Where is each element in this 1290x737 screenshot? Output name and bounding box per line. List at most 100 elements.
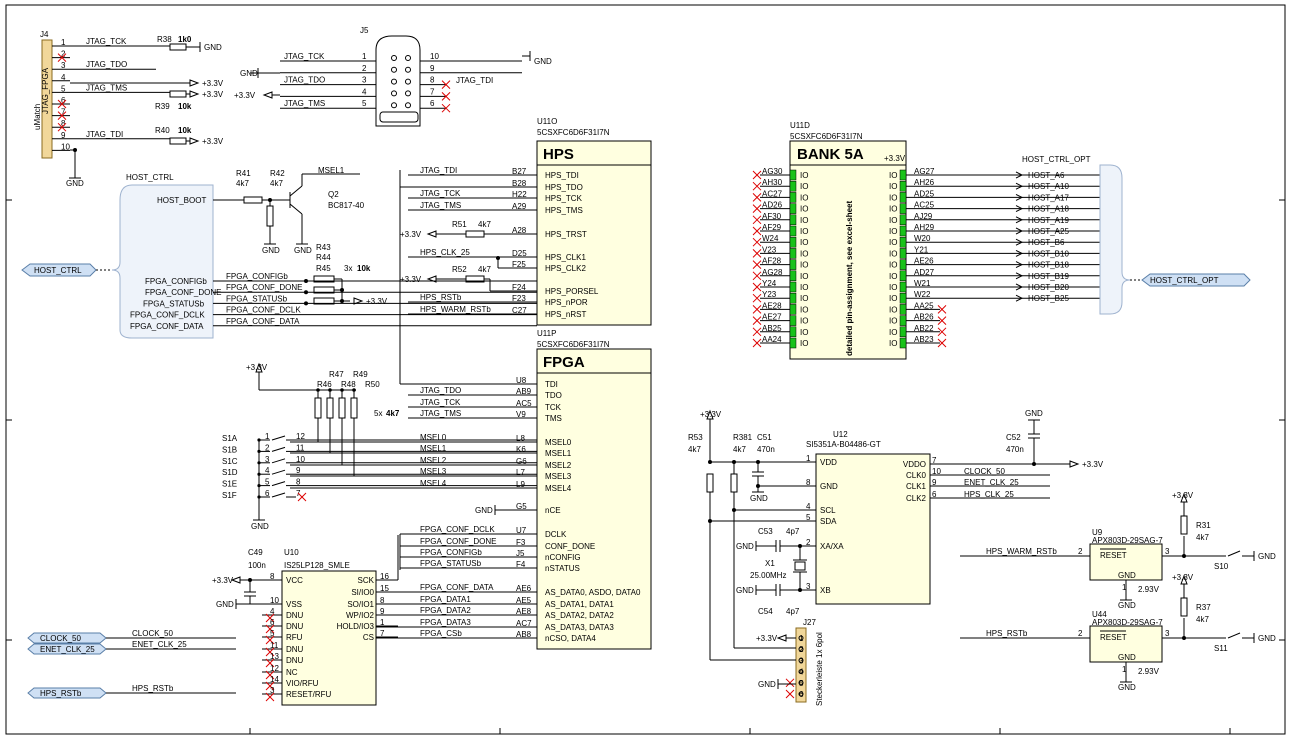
svg-text:5x: 5x <box>374 409 382 418</box>
host-sig-fpga-configb: FPGA_CONFIGb <box>145 277 207 286</box>
fpga-pin-msel1: MSEL1 <box>545 449 572 458</box>
flash-pin-so-io1: SO/IO1 <box>347 600 374 609</box>
svg-text:X1: X1 <box>765 559 775 568</box>
sup-res-ref: R31 <box>1196 521 1211 530</box>
fpga-net-fpga-data2: FPGA_DATA2 <box>420 606 471 615</box>
switch-s1f: S1F <box>222 491 237 500</box>
svg-text:C54: C54 <box>758 607 773 616</box>
sup-supply: +3.3V <box>1172 491 1194 500</box>
svg-text:C53: C53 <box>758 527 773 536</box>
j5-net-jtag-tck: JTAG_TCK <box>284 52 325 61</box>
hps-pin-hps-tdi: HPS_TDI <box>545 171 579 180</box>
svg-text:4k7: 4k7 <box>270 179 283 188</box>
j4-net-jtag-tdi: JTAG_TDI <box>86 130 123 139</box>
bank-io-left: IO <box>800 238 808 247</box>
bank-left-marker <box>790 170 796 180</box>
svg-text:J27: J27 <box>803 618 816 627</box>
trst-overbar <box>568 224 570 233</box>
bank-io-right: IO <box>889 227 897 236</box>
bank-net-host-b6: HOST_B6 <box>1028 238 1065 247</box>
svg-text:10k: 10k <box>178 126 192 135</box>
bank-net-host-a6: HOST_A6 <box>1028 171 1065 180</box>
bank-left-marker <box>790 282 796 292</box>
svg-text:+3.3V: +3.3V <box>1082 460 1104 469</box>
bank-right-marker <box>900 192 906 202</box>
svg-text:MSEL1: MSEL1 <box>318 166 345 175</box>
fpga-net-jtag-tms: JTAG_TMS <box>420 409 461 418</box>
j4-pin-4: 4 <box>61 73 66 82</box>
bank-io-right: IO <box>889 339 897 348</box>
sup-pin-num: 3 <box>1165 547 1170 556</box>
svg-text:HOST_CTRL: HOST_CTRL <box>126 173 174 182</box>
svg-text:HPS: HPS <box>543 146 574 163</box>
host-sig-fpga-conf-data: FPGA_CONF_DATA <box>130 322 204 331</box>
clk-pin-vddo: VDDO <box>903 460 926 469</box>
bank-net-host-b18: HOST_B18 <box>1028 261 1069 270</box>
bank-net-host-a19: HOST_A19 <box>1028 216 1069 225</box>
svg-text:HOST_CTRL_OPT: HOST_CTRL_OPT <box>1022 155 1091 164</box>
fpga-net-fpga-configb: FPGA_CONFIGb <box>420 548 482 557</box>
svg-text:GND: GND <box>750 494 768 503</box>
bank-io-left: IO <box>800 283 808 292</box>
fpga-net-fpga-data1: FPGA_DATA1 <box>420 595 471 604</box>
sup-supply: +3.3V <box>1172 573 1194 582</box>
svg-text:+3.3V: +3.3V <box>756 634 778 643</box>
svg-text:GND: GND <box>736 542 754 551</box>
svg-text:GND: GND <box>736 586 754 595</box>
bank-io-right: IO <box>889 182 897 191</box>
bank-left-marker <box>790 215 796 225</box>
svg-text:+3.3V: +3.3V <box>700 410 722 419</box>
svg-text:R40: R40 <box>155 126 170 135</box>
bank-io-right: IO <box>889 249 897 258</box>
switch-s1c: S1C <box>222 457 238 466</box>
svg-text:R46: R46 <box>317 380 332 389</box>
svg-text:C49: C49 <box>248 548 263 557</box>
svg-text:SI5351A-B04486-GT: SI5351A-B04486-GT <box>806 440 881 449</box>
svg-text:R52: R52 <box>452 265 467 274</box>
svg-text:3x: 3x <box>344 264 352 273</box>
svg-text:GND: GND <box>251 522 269 531</box>
svg-text:R53: R53 <box>688 433 703 442</box>
hps-pin-hps-tck: HPS_TCK <box>545 194 583 203</box>
switch-s1e: S1E <box>222 480 237 489</box>
sup-gnd: GND <box>1118 601 1136 610</box>
bank-io-left: IO <box>800 216 808 225</box>
svg-text:Q2: Q2 <box>328 190 339 199</box>
svg-text:GND: GND <box>1025 409 1043 418</box>
j5-net-jtag-tdi: JTAG_TDI <box>456 76 493 85</box>
svg-text:R41: R41 <box>236 169 251 178</box>
svg-text:GND: GND <box>240 69 258 78</box>
svg-text:+3.3V: +3.3V <box>212 576 234 585</box>
svg-text:R38: R38 <box>157 35 172 44</box>
fpga-net-fpga-statusb: FPGA_STATUSb <box>420 559 482 568</box>
bank-left-marker <box>790 237 796 247</box>
sup-gnd: GND <box>1118 683 1136 692</box>
flash-pin-dnu: DNU <box>286 656 304 665</box>
bank-io-right: IO <box>889 171 897 180</box>
bank-net-host-b20: HOST_B20 <box>1028 283 1069 292</box>
j5-pin-9: 9 <box>430 64 435 73</box>
svg-text:Steckerleiste 1x 6pol: Steckerleiste 1x 6pol <box>815 632 824 706</box>
fpga-pin-tdo: TDO <box>545 391 562 400</box>
bank-io-right: IO <box>889 261 897 270</box>
port-net-hps-rstb: HPS_RSTb <box>132 684 174 693</box>
j5-pin-8: 8 <box>430 76 435 85</box>
sup-res-val: 4k7 <box>1196 533 1209 542</box>
svg-text:10k: 10k <box>357 264 371 273</box>
flash-pin-sck: SCK <box>358 576 375 585</box>
j5-pin-4: 4 <box>362 87 367 96</box>
fpga-pin-nce: nCE <box>545 506 561 515</box>
svg-text:C52: C52 <box>1006 433 1021 442</box>
sup-pin-reset: RESET <box>1100 551 1127 560</box>
msel-resistor <box>339 398 345 418</box>
j4-value2: JTAG_FPGA <box>41 67 50 114</box>
fpga-pin-as-data1-data1: AS_DATA1, DATA1 <box>545 600 614 609</box>
sup-switch-s11: S11 <box>1214 644 1228 653</box>
bank-io-right: IO <box>889 272 897 281</box>
fpga-net-msel0: MSEL0 <box>420 433 447 442</box>
svg-text:U10: U10 <box>284 548 299 557</box>
sup-resistor <box>1181 598 1187 616</box>
fpga-pin-msel0: MSEL0 <box>545 438 572 447</box>
sup-volt: 2.93V <box>1138 585 1160 594</box>
svg-text:GND: GND <box>294 246 312 255</box>
